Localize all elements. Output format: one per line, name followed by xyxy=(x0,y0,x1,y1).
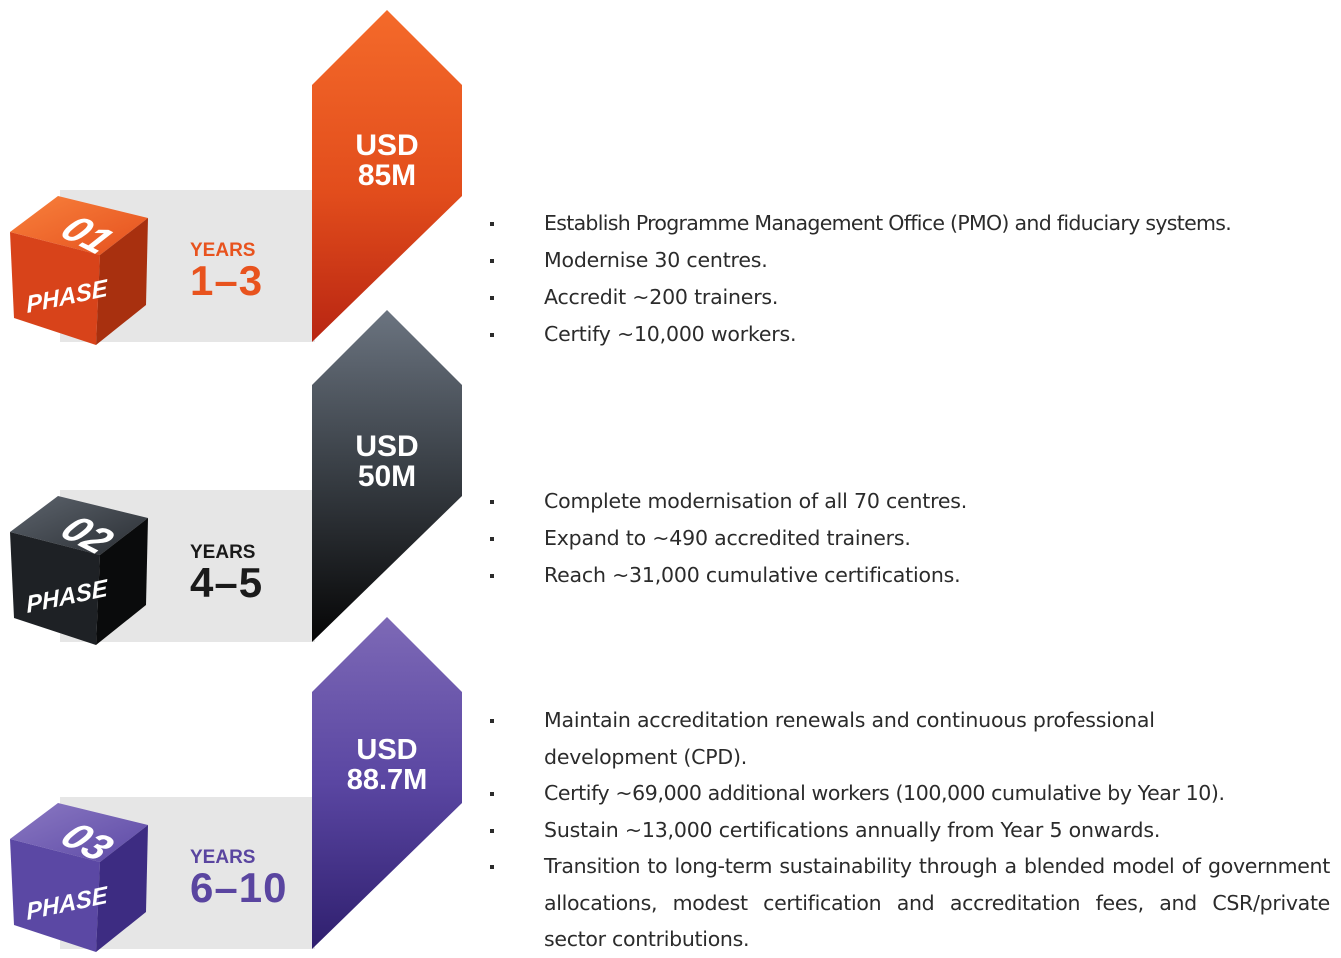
phase-cube: 02 PHASE xyxy=(10,496,148,645)
list-item: Certify ~10,000 workers. xyxy=(490,316,1330,353)
list-item: Establish Programme Management Office (P… xyxy=(490,205,1330,242)
funding-arrow xyxy=(312,617,462,949)
funding-amount: USD 50M xyxy=(355,430,419,493)
phase-cube: 01 PHASE xyxy=(10,196,148,345)
years-label: YEARS xyxy=(190,847,256,868)
list-item: Complete modernisation of all 70 centres… xyxy=(490,483,1330,520)
list-item: Maintain accreditation renewals and cont… xyxy=(490,702,1330,775)
phase-2-graphic: 02 PHASE xyxy=(10,310,462,645)
list-item: Expand to ~490 accredited trainers. xyxy=(490,520,1330,557)
list-item: Transition to long-term sustainability t… xyxy=(490,848,1330,958)
phase-3: 03 PHASE USD 88.7M YEARS 6–10 Maintain a… xyxy=(0,612,1341,956)
years-label: YEARS xyxy=(190,542,256,563)
years-label: YEARS xyxy=(190,240,256,261)
phase-1-activities: Establish Programme Management Office (P… xyxy=(490,205,1330,353)
phase-1-graphic: 01 PHASE xyxy=(10,10,462,345)
funding-amount: USD 85M xyxy=(355,129,419,192)
funding-arrow xyxy=(312,310,462,642)
phase-2: 02 PHASE USD 50M YEARS 4–5 Complete mode… xyxy=(0,305,1341,650)
phase-3-graphic: 03 PHASE xyxy=(10,617,462,952)
phase-2-activities: Complete modernisation of all 70 centres… xyxy=(490,483,1330,594)
list-item: Accredit ~200 trainers. xyxy=(490,279,1330,316)
years-range: 4–5 xyxy=(190,559,264,606)
list-item: Sustain ~13,000 certifications annually … xyxy=(490,812,1330,849)
years-range: 1–3 xyxy=(190,257,264,304)
phase-1: 01 PHASE USD 85M YEARS 1–3 Establish Pro… xyxy=(0,0,1341,346)
funding-amount: USD 88.7M xyxy=(346,734,428,796)
funding-arrow xyxy=(312,10,462,342)
list-item: Reach ~31,000 cumulative certifications. xyxy=(490,557,1330,594)
phase-3-activities: Maintain accreditation renewals and cont… xyxy=(490,702,1330,958)
list-item: Modernise 30 centres. xyxy=(490,242,1330,279)
list-item: Certify ~69,000 additional workers (100,… xyxy=(490,775,1330,812)
phase-cube: 03 PHASE xyxy=(10,803,148,952)
years-range: 6–10 xyxy=(190,864,288,911)
